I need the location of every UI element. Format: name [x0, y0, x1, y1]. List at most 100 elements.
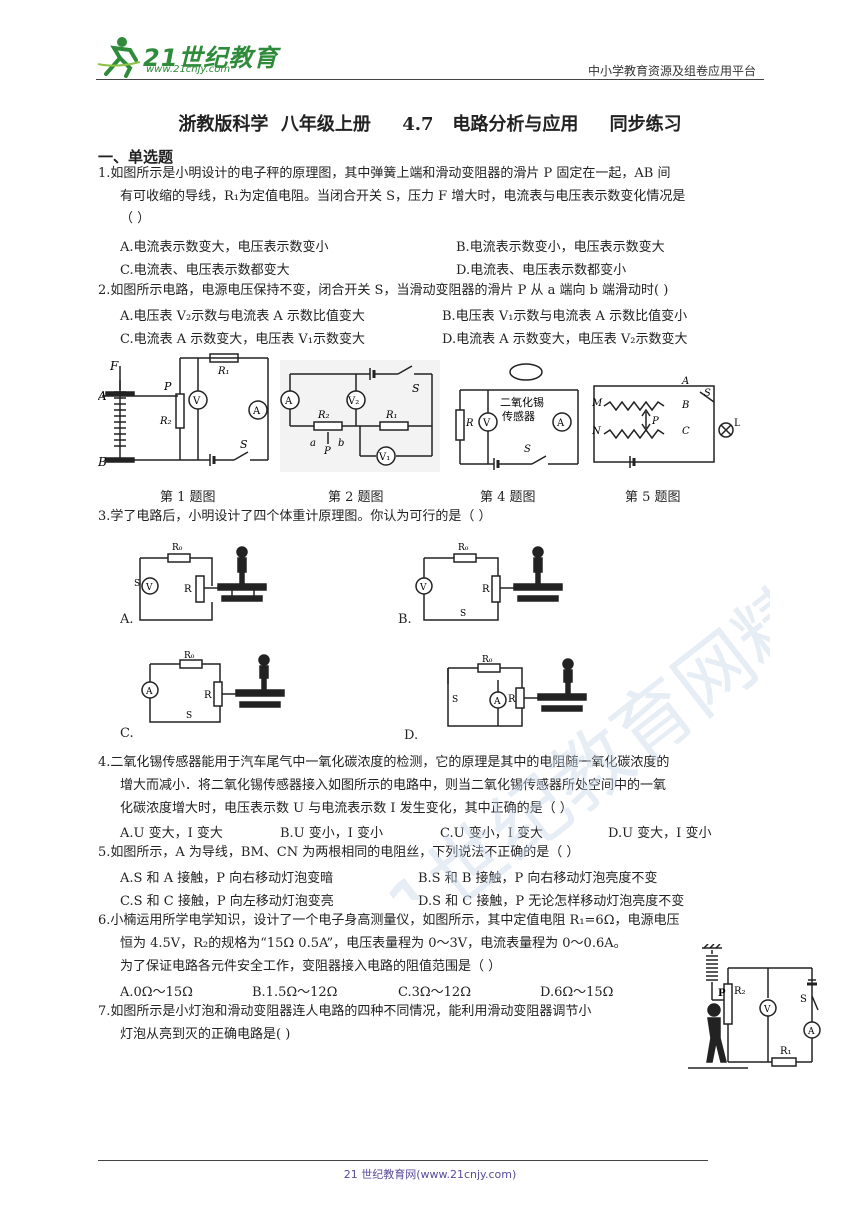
section-heading: 一、单选题	[98, 148, 174, 166]
fig3a-label-r: R	[184, 584, 192, 595]
fig3a-voltmeter-icon: V	[145, 583, 153, 593]
fig5-label-b: B	[681, 400, 689, 411]
q1-line-3: （ ）	[120, 211, 151, 226]
fig1-label-r2: R₂	[159, 416, 172, 427]
footer-divider	[98, 1160, 708, 1161]
fig4-label-s: S	[524, 444, 531, 455]
fig2-ammeter-icon: A	[284, 396, 293, 407]
q5-option-a[interactable]: A.S 和 A 接触，P 向右移动灯泡变暗	[120, 871, 334, 886]
q2-option-a[interactable]: A.电压表 V₂示数与电流表 A 示数比值变大	[120, 309, 365, 324]
figure-q3-option-a: R₀ V R S	[134, 543, 267, 621]
fig5-label-c: C	[682, 426, 690, 437]
caption-fig4: 第 4 题图	[480, 490, 536, 505]
footer-text: 21 世纪教育网(www.21cnjy.com)	[343, 1168, 517, 1181]
q3-option-a[interactable]: A.	[120, 612, 134, 627]
q1-line-2: 有可收缩的导线，R₁为定值电阻。当闭合开关 S，压力 F 增大时，电流表与电压表…	[120, 189, 686, 204]
q4-option-a[interactable]: A.U 变大，I 变大	[120, 826, 223, 841]
q6-line-2: 恒为 4.5V，R₂的规格为“15Ω 0.5A”，电压表量程为 0～3V，电流表…	[120, 936, 627, 951]
q4-option-d[interactable]: D.U 变大，I 变小	[608, 826, 712, 841]
figure-q1-circuit: F A B P R₁ R₂ V A S	[98, 353, 269, 469]
q1-option-d[interactable]: D.电流表、电压表示数都变小	[456, 263, 627, 278]
q3-option-d[interactable]: D.	[404, 728, 419, 743]
fig5-label-n: N	[591, 426, 602, 437]
fig3d-label-s: S	[452, 695, 458, 705]
fig4-sensor-label-2: 传感器	[502, 410, 535, 423]
fig3b-label-s: S	[460, 609, 466, 619]
q4-line-3: 化碳浓度增大时，电压表示数 U 与电流表示数 I 发生变化，其中正确的是（ ）	[120, 801, 573, 816]
q1-line-1: 1.如图所示是小明设计的电子秤的原理图，其中弹簧上端和滑动变阻器的滑片 P 固定…	[98, 166, 671, 181]
fig3b-label-r: R	[482, 584, 490, 595]
figure-q3-option-c: R₀ A R S	[141, 651, 285, 723]
figure-q3-option-b: R₀ V R S	[415, 543, 563, 621]
fig6-label-s: S	[800, 994, 807, 1005]
fig3c-ammeter-icon: A	[145, 687, 153, 697]
q7-line-2: 灯泡从亮到灭的正确电路是( )	[120, 1027, 291, 1042]
q6-line-1: 6.小楠运用所学电学知识，设计了一个电子身高测量仪，如图所示，其中定值电阻 R₁…	[98, 913, 680, 928]
fig3d-ammeter-icon: A	[493, 697, 501, 707]
fig1-label-s: S	[240, 438, 248, 451]
q6-option-b[interactable]: B.1.5Ω～12Ω	[252, 985, 338, 1000]
q2-option-c[interactable]: C.电流表 A 示数变大，电压表 V₁示数变大	[120, 332, 366, 347]
fig3c-label-r0: R₀	[184, 651, 195, 661]
page-title: 浙教版科学 八年级上册 4.7 电路分析与应用 同步练习	[178, 114, 682, 135]
q5-option-c[interactable]: C.S 和 C 接触，P 向左移动灯泡变亮	[120, 894, 334, 909]
fig3a-label-r0: R₀	[172, 543, 183, 553]
fig3b-label-r0: R₀	[458, 543, 469, 553]
platform-name: 中小学教育资源及组卷应用平台	[587, 64, 756, 78]
fig2-label-s: S	[412, 382, 420, 395]
fig3c-label-s: S	[186, 711, 192, 721]
fig1-label-a: A	[98, 389, 107, 403]
figure-q3-option-d: R₀ A R S	[447, 655, 587, 727]
q3-option-c[interactable]: C.	[120, 726, 134, 741]
fig6-voltmeter-icon: V	[763, 1005, 771, 1015]
q1-option-a[interactable]: A.电流表示数变大，电压表示数变小	[120, 240, 329, 255]
q4-option-c[interactable]: C.U 变小，I 变大	[440, 826, 543, 841]
fig5-label-p: P	[651, 416, 659, 427]
q4-option-b[interactable]: B.U 变小，I 变小	[280, 826, 384, 841]
fig5-label-a: A	[681, 376, 689, 387]
fig6-label-r1: R₁	[780, 1046, 792, 1057]
q3-option-b[interactable]: B.	[398, 612, 412, 627]
fig2-voltmeter-v1-icon: V₁	[378, 452, 390, 463]
q2-line-1: 2.如图所示电路，电源电压保持不变，闭合开关 S，当滑动变阻器的滑片 P 从 a…	[98, 283, 669, 298]
fig4-voltmeter-icon: V	[482, 418, 491, 429]
fig6-label-p: P	[718, 988, 726, 999]
fig1-label-p: P	[163, 380, 172, 393]
fig4-sensor-label-1: 二氧化锡	[500, 395, 544, 409]
q5-line-1: 5.如图所示，A 为导线，BM、CN 为两根相同的电阻丝，下列说法不正确的是（ …	[98, 845, 580, 860]
fig2-label-r2: R₂	[317, 410, 330, 421]
q5-option-b[interactable]: B.S 和 B 接触，P 向右移动灯泡亮度不变	[418, 871, 658, 886]
caption-fig2: 第 2 题图	[328, 490, 384, 505]
logo-text: 21世纪教育	[143, 44, 279, 72]
q6-option-d[interactable]: D.6Ω～15Ω	[540, 985, 614, 1000]
fig3d-label-r0: R₀	[482, 655, 493, 665]
fig3b-voltmeter-icon: V	[419, 583, 427, 593]
figure-q4-circuit: 二氧化锡 传感器 R V A S	[455, 363, 579, 470]
fig1-label-r1: R₁	[217, 366, 230, 377]
fig6-ammeter-icon: A	[807, 1027, 815, 1037]
q1-option-b[interactable]: B.电流表示数变小，电压表示数变大	[456, 240, 665, 255]
fig6-label-r2: R₂	[734, 986, 746, 997]
fig3a-label-s: S	[134, 579, 140, 589]
fig4-label-r: R	[465, 418, 474, 429]
caption-fig5: 第 5 题图	[625, 490, 681, 505]
q6-option-c[interactable]: C.3Ω～12Ω	[398, 985, 471, 1000]
q7-line-1: 7.如图所示是小灯泡和滑动变阻器连人电路的四种不同情况，能利用滑动变阻器调节小	[98, 1004, 592, 1019]
q5-option-d[interactable]: D.S 和 C 接触，P 无论怎样移动灯泡亮度不变	[418, 894, 685, 909]
fig2-label-r1: R₁	[385, 410, 398, 421]
fig2-label-b: b	[338, 438, 344, 449]
q2-option-b[interactable]: B.电压表 V₁示数与电流表 A 示数比值变小	[442, 309, 688, 324]
fig2-voltmeter-v2-icon: V₂	[347, 396, 359, 407]
header-divider	[96, 79, 764, 80]
figure-q5-circuit: A S B M N P C L	[591, 376, 740, 468]
q6-option-a[interactable]: A.0Ω～15Ω	[120, 985, 193, 1000]
fig2-label-a: a	[310, 438, 316, 449]
q1-option-c[interactable]: C.电流表、电压表示数都变大	[120, 263, 290, 278]
q2-option-d[interactable]: D.电流表 A 示数变大，电压表 V₂示数变大	[442, 332, 688, 347]
figure-q6-height-meter: P R₂ V S A R₁	[688, 944, 821, 1069]
fig1-ammeter-icon: A	[252, 406, 261, 417]
fig1-voltmeter-icon: V	[192, 396, 201, 407]
caption-fig1: 第 1 题图	[160, 490, 216, 505]
figure-q2-circuit: S A V₂ R₂ R₁ a P b V₁	[280, 360, 440, 472]
fig3d-label-r: R	[508, 694, 516, 705]
